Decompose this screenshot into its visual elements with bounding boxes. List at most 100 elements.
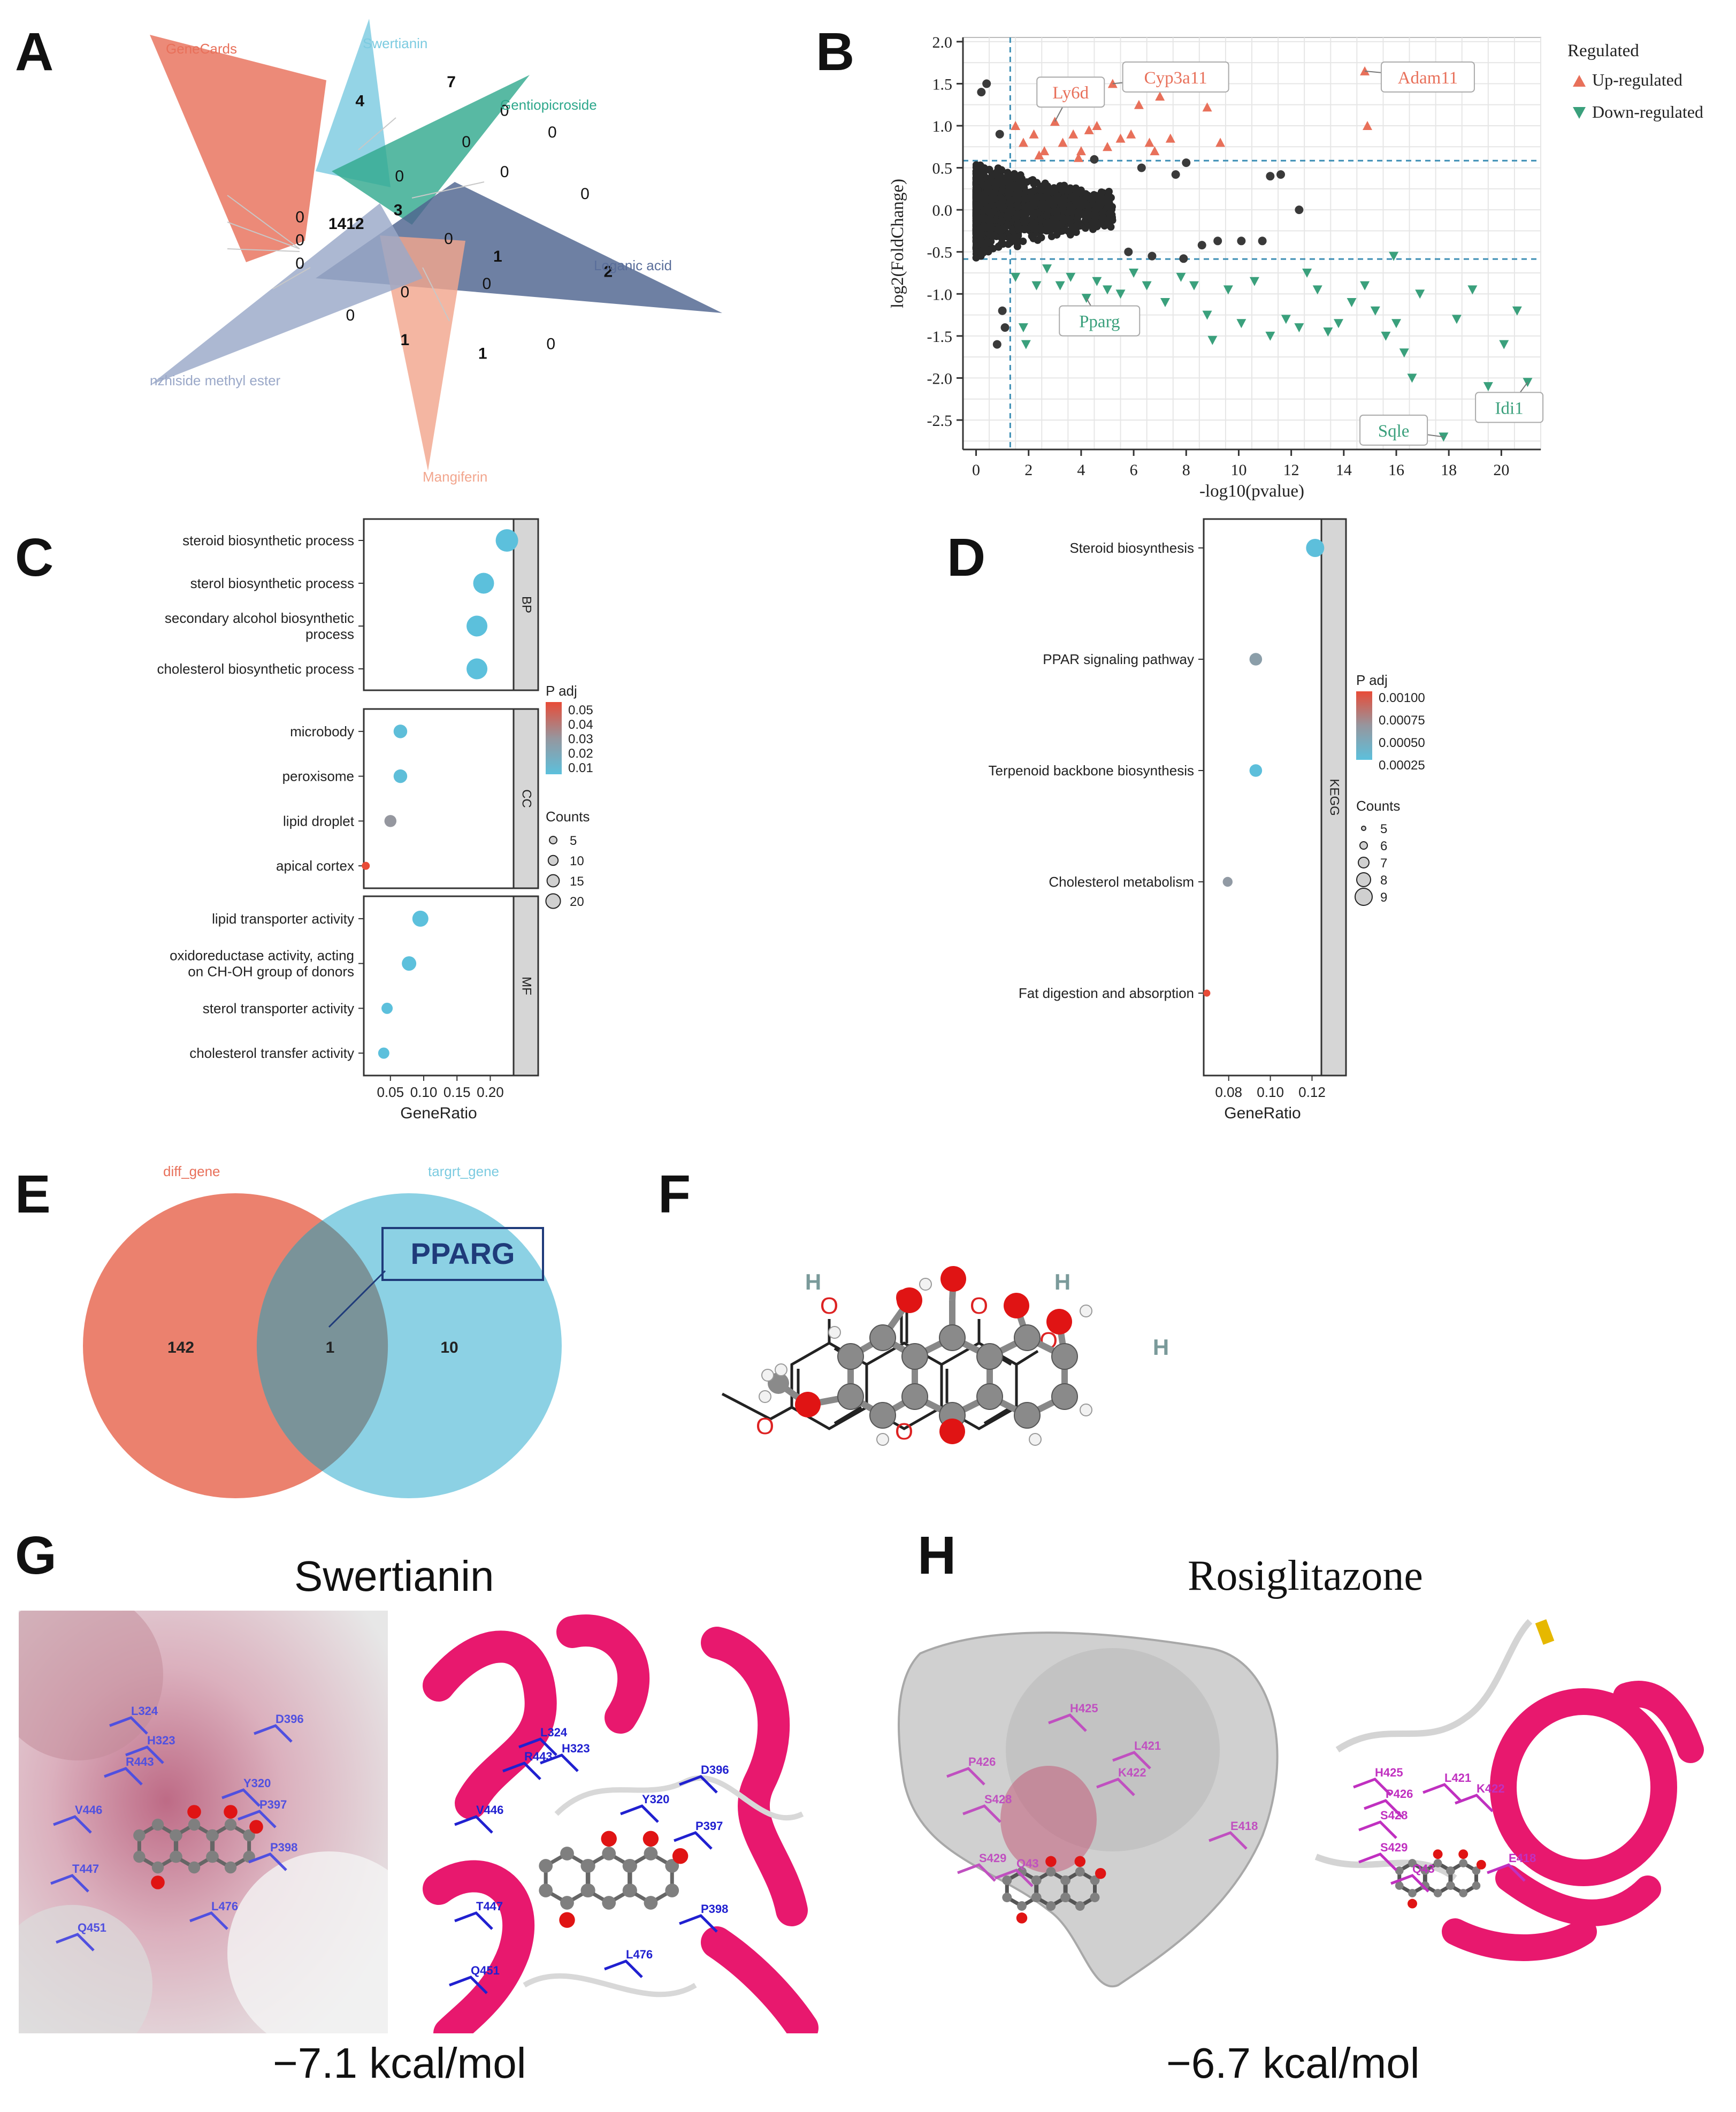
volcano-point-ns (1020, 184, 1028, 192)
volcano-point-ns (998, 204, 1006, 212)
pparg-callout-label: PPARG (411, 1237, 515, 1270)
x-tick-label: 10 (1230, 461, 1246, 479)
volcano-point-ns (1077, 199, 1085, 207)
volcano-point-down (1512, 306, 1522, 316)
gene-label: Ly6d (1052, 83, 1089, 103)
go-term-label: process (305, 626, 354, 642)
gene-label: Idi1 (1495, 399, 1524, 418)
ligand-atom (1046, 1901, 1056, 1911)
oxygen-atom (940, 1266, 966, 1292)
volcano-point-down (1160, 298, 1170, 307)
volcano-point-ns (1124, 247, 1133, 256)
ligand-oxygen (1016, 1912, 1028, 1924)
residue-label: Q451 (78, 1921, 106, 1934)
hydrogen-atom (761, 1369, 774, 1382)
venn-petal-swertianin (316, 19, 391, 187)
ligand-atom (602, 1896, 616, 1910)
volcano-point-up (1029, 129, 1039, 139)
carbon-atom (837, 1383, 864, 1410)
go-term-dot (362, 861, 370, 870)
volcano-point-ns (1037, 233, 1045, 241)
ligand-atom (1459, 1859, 1468, 1867)
volcano-point-ns (1197, 241, 1206, 250)
ligand-oxygen (1458, 1849, 1469, 1859)
x-tick-label: 0.10 (410, 1084, 438, 1100)
hydrogen-atom (1080, 1305, 1092, 1317)
volcano-point-ns (977, 88, 986, 97)
kegg-term-dot (1306, 539, 1325, 557)
legend-down-marker (1573, 107, 1586, 119)
ligand-atom (1075, 1867, 1085, 1877)
atom-o-hydroxyl-1: O (820, 1293, 838, 1319)
venn-count: 3 (394, 202, 403, 219)
volcano-point-up (1202, 102, 1212, 112)
padj-tick-label: 0.00075 (1379, 713, 1425, 728)
residue-label: V446 (75, 1803, 102, 1817)
facet-panel (1203, 518, 1322, 1077)
volcano-point-ns (1041, 201, 1049, 209)
volcano-point-down (1142, 281, 1152, 291)
docking-title-rosiglitazone: Rosiglitazone (1188, 1552, 1423, 1599)
y-tick-label: 0.5 (932, 160, 953, 178)
ligand-atom (1090, 1893, 1100, 1902)
residue-label: L421 (1444, 1771, 1471, 1785)
volcano-point-up (1134, 100, 1144, 109)
ligand-oxygen (643, 1831, 659, 1847)
binding-energy-rosiglitazone: −6.7 kcal/mol (1166, 2039, 1420, 2087)
x-tick-label: 0.10 (1257, 1084, 1284, 1100)
ligand-atom (206, 1829, 218, 1842)
ligand-atom (1446, 1881, 1455, 1890)
ligand-atom (1446, 1866, 1455, 1875)
ligand-atom (1002, 1875, 1012, 1885)
volcano-point-ns (998, 217, 1006, 225)
volcano-point-ns (1258, 237, 1267, 246)
ligand-atom (560, 1847, 574, 1861)
residue-label: S429 (979, 1851, 1006, 1865)
volcano-point-down (1323, 327, 1333, 337)
volcano-point-ns (1066, 217, 1074, 225)
set-label-swertianin: Swertianin (363, 35, 427, 51)
oxygen-atom (1004, 1293, 1029, 1318)
facet-strip-label: KEGG (1327, 779, 1342, 815)
y-tick-label: 0.0 (932, 202, 953, 219)
volcano-point-ns (1045, 196, 1053, 204)
ligand-atom (224, 1818, 237, 1831)
volcano-point-ns (1014, 203, 1022, 211)
volcano-point-up (1018, 138, 1028, 147)
carbon-atom (1051, 1383, 1078, 1410)
volcano-point-ns (998, 306, 1007, 315)
residue-label: H425 (1070, 1702, 1098, 1715)
facet-panel (363, 518, 515, 691)
atom-h-3: H (1153, 1335, 1169, 1360)
volcano-point-down (1115, 289, 1126, 299)
ligand-atom (133, 1850, 146, 1863)
volcano-point-ns (1182, 158, 1191, 167)
ligand-atom (539, 1859, 553, 1873)
x-tick-label: 0.08 (1215, 1084, 1242, 1100)
ligand-atom (665, 1884, 679, 1897)
volcano-point-ns (977, 237, 985, 245)
ligand-atom (1002, 1893, 1012, 1902)
venn-petal-sweroside (150, 203, 423, 385)
legend-title-counts: Counts (546, 809, 590, 825)
residue-label: L421 (1134, 1739, 1161, 1752)
volcano-point-ns (1096, 219, 1104, 227)
swertianin-structure: O O O O O O H H H (721, 1266, 1169, 1446)
x-tick-label: 0.20 (477, 1084, 504, 1100)
volcano-point-down (1399, 348, 1409, 358)
residue-label: Q43 (1016, 1857, 1039, 1870)
atom-h-2: H (1054, 1269, 1070, 1294)
volcano-point-ns (986, 229, 995, 237)
counts-legend-dot (1355, 888, 1373, 906)
volcano-point-ns (987, 223, 995, 231)
volcano-point-ns (1059, 214, 1067, 222)
volcano-point-ns (1091, 206, 1099, 214)
padj-colorbar (546, 702, 562, 774)
ligand-atom (580, 1884, 595, 1897)
volcano-point-ns (1093, 194, 1102, 202)
ligand-atom (170, 1850, 182, 1863)
volcano-point-ns (1028, 232, 1036, 240)
residue-label: R443 (126, 1755, 154, 1768)
counts-tick-label: 9 (1380, 890, 1387, 905)
